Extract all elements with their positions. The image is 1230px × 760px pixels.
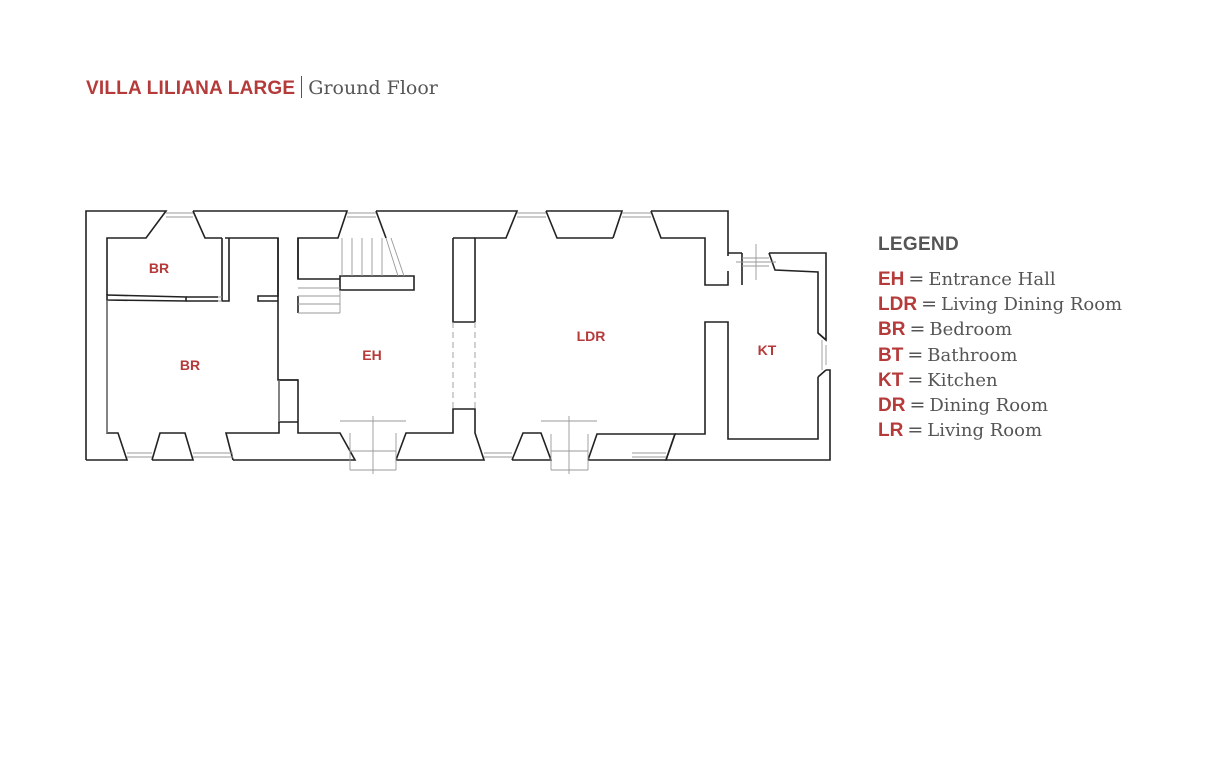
- legend-name: Living Room: [927, 420, 1043, 442]
- entrance-step: [340, 416, 406, 474]
- legend-equals: =: [921, 293, 937, 316]
- top-wall-splay-4: [650, 210, 729, 286]
- legend-item-ldr: LDR=Living Dining Room: [878, 292, 1208, 317]
- bottom-wall-3b: [224, 422, 280, 461]
- title-divider: [301, 76, 303, 98]
- top-wall-splay-3: [545, 210, 613, 239]
- top-wall-splay-2: [375, 210, 387, 239]
- window-top-1: [166, 212, 193, 218]
- top-wall-segment-4: [651, 210, 729, 256]
- kitchen-top: [768, 252, 827, 342]
- closet-gap: [186, 296, 218, 302]
- kitchen-window-top: [736, 244, 776, 280]
- hall-wall-left: [297, 238, 415, 291]
- legend: LEGEND EH=Entrance Hall LDR=Living Dinin…: [878, 234, 1208, 443]
- room-label-eh: EH: [362, 347, 381, 363]
- top-wall-splay-1: [192, 210, 222, 239]
- bedroom-opening: [106, 300, 280, 433]
- stair-flight-lower: [298, 287, 341, 314]
- legend-title: LEGEND: [878, 234, 959, 255]
- legend-item-dr: DR=Dining Room: [878, 393, 1208, 418]
- bottom-wall-2: [151, 432, 195, 461]
- window-top-2: [347, 212, 376, 218]
- legend-item-kt: KT=Kitchen: [878, 368, 1208, 393]
- kitchen-right: [664, 369, 831, 461]
- stairs: [341, 237, 405, 277]
- bottom-wall-4: [395, 408, 486, 461]
- top-wall-segment-1: [193, 210, 349, 279]
- room-label-kt: KT: [758, 342, 777, 358]
- legend-equals: =: [907, 419, 924, 442]
- legend-name: Bedroom: [929, 319, 1013, 341]
- legend-item-eh: EH=Entrance Hall: [878, 267, 1208, 292]
- kitchen-wall: [728, 252, 743, 285]
- window-top-4: [622, 212, 651, 218]
- legend-item-br: BR=Bedroom: [878, 317, 1208, 342]
- top-wall-outer: [85, 210, 168, 460]
- bottom-wall-3: [233, 379, 357, 461]
- legend-name: Entrance Hall: [928, 269, 1056, 290]
- legend-abbr: EH: [878, 269, 905, 290]
- top-wall-segment-2: [376, 210, 519, 322]
- opening-dashed: [452, 322, 476, 409]
- room-label-ldr: LDR: [577, 328, 606, 344]
- legend-abbr: LR: [878, 420, 904, 442]
- legend-name: Bathroom: [927, 344, 1018, 366]
- legend-equals: =: [908, 268, 925, 290]
- window-bottom-3: [484, 452, 512, 458]
- bedroom-divider: [106, 294, 187, 302]
- kitchen-inner: [675, 321, 819, 440]
- room-label-br-small: BR: [149, 260, 169, 276]
- legend-abbr: DR: [878, 394, 906, 416]
- floor-name: Ground Floor: [308, 77, 438, 99]
- legend-equals: =: [907, 368, 924, 391]
- kitchen-window-right: [821, 340, 827, 370]
- closet-walls: [221, 237, 279, 302]
- window-bottom-1: [127, 452, 152, 458]
- legend-name: Dining Room: [929, 394, 1049, 416]
- window-bottom-2: [193, 452, 233, 458]
- legend-name: Kitchen: [927, 369, 998, 391]
- window-bottom-4: [632, 452, 666, 458]
- legend-abbr: BT: [878, 344, 904, 366]
- bottom-wall-5: [511, 432, 553, 461]
- legend-name: Living Dining Room: [940, 294, 1123, 316]
- legend-equals: =: [907, 343, 924, 366]
- top-wall-segment-3: [546, 210, 624, 239]
- room-label-br-large: BR: [180, 357, 200, 373]
- villa-name: VILLA LILIANA LARGE: [86, 78, 296, 99]
- br-closet-line: [218, 296, 222, 302]
- closet-right: [277, 238, 298, 381]
- ldr-step: [541, 416, 597, 474]
- legend-equals: =: [909, 318, 926, 341]
- legend-equals: =: [909, 393, 926, 416]
- legend-abbr: LDR: [878, 294, 918, 316]
- hall-wall-right: [452, 237, 475, 323]
- legend-abbr: BR: [878, 319, 906, 341]
- legend-abbr: KT: [878, 369, 904, 391]
- page-title: VILLA LILIANA LARGE Ground Floor: [86, 76, 438, 101]
- legend-item-bt: BT=Bathroom: [878, 343, 1208, 368]
- bottom-wall-6: [587, 433, 677, 461]
- kitchen-window-splay: [817, 332, 827, 378]
- window-top-3: [517, 212, 546, 218]
- bottom-wall-1: [86, 300, 129, 461]
- legend-item-lr: LR=Living Room: [878, 418, 1208, 443]
